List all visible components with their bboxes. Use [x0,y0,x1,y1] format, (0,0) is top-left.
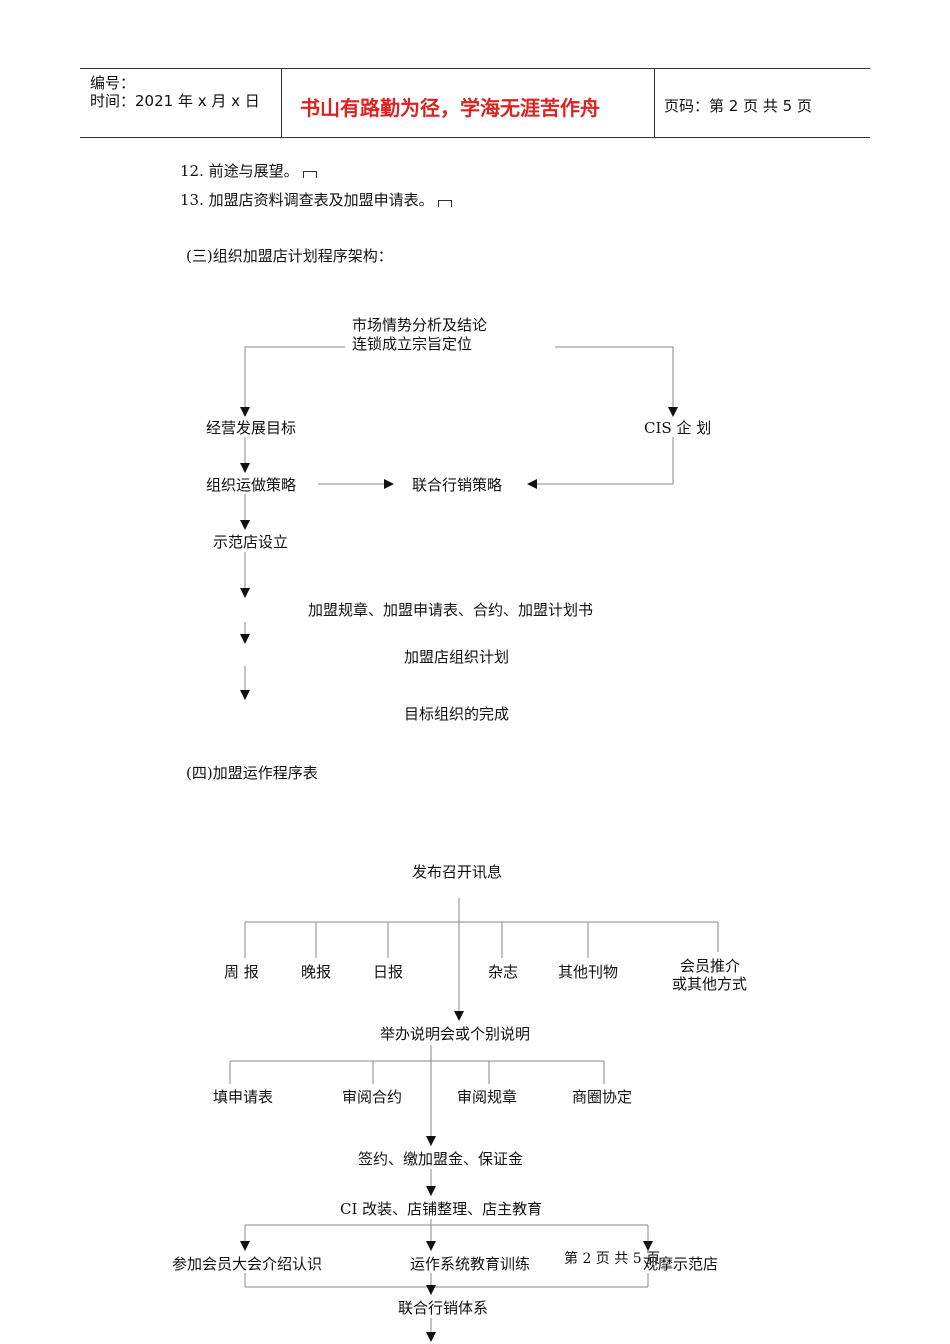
flow-node-member-referral: 会员推介 [680,957,741,975]
flow-node-training: 观摩示范店 [643,1255,719,1273]
bracket-icon [437,200,452,207]
flow-node-training: 参加会员大会介绍认识 [172,1255,323,1273]
flow-node-target-complete: 目标组织的完成 [404,705,510,723]
document-number-label: 编号： [90,74,136,92]
document-time-label: 时间：2021 年 x 月 x 日 [90,92,260,110]
flow-node-franchise-docs: 加盟规章、加盟申请表、合约、加盟计划书 [308,601,594,619]
flow-node-joint-system: 联合行销体系 [398,1299,489,1317]
flow-node-training: 运作系统教育训练 [410,1255,531,1273]
flow-node-review: 填申请表 [213,1088,274,1106]
flow-node-publish: 发布召开讯息 [412,863,503,881]
flow-node-sign: 签约、缴加盟金、保证金 [358,1150,524,1168]
flow-node-joint-marketing: 联合行销策略 [412,476,503,494]
section3-title: (三)组织加盟店计划程序架构： [186,247,393,265]
flow-node-org-strategy: 组织运做策略 [206,476,297,494]
header-divider [654,69,655,137]
flow-node-media: 杂志 [488,963,519,981]
flow-node-media: 晚报 [301,963,332,981]
flow-node-business-goal: 经营发展目标 [206,419,297,437]
page-info: 页码：第 2 页 共 5 页 [664,97,812,115]
flow-node-market-analysis: 市场情势分析及结论 [352,316,488,334]
list-item: 12. 前途与展望。 [180,160,317,181]
flow-node-chain-positioning: 连锁成立宗旨定位 [352,335,473,353]
flow-node-briefing: 举办说明会或个别说明 [380,1025,531,1043]
flow-node-media: 周 报 [224,963,259,981]
document-header [80,68,870,138]
flow-node-review: 商圈协定 [572,1088,633,1106]
flow-node-review: 审阅合约 [342,1088,403,1106]
flow-node-media: 其他刊物 [558,963,619,981]
list-item: 13. 加盟店资料调查表及加盟申请表。 [180,189,452,210]
flow-node-org-plan: 加盟店组织计划 [404,648,510,666]
flow-node-other-methods: 或其他方式 [672,975,748,993]
flow-node-review: 审阅规章 [457,1088,518,1106]
flow-node-media: 日报 [373,963,404,981]
header-motto: 书山有路勤为径，学海无涯苦作舟 [300,96,600,120]
flow-node-cis-plan: CIS 企 划 [644,419,712,437]
header-divider [281,69,282,137]
bracket-icon [302,171,317,178]
flow-node-ci: CI 改装、店铺整理、店主教育 [340,1200,543,1218]
flow-node-model-store: 示范店设立 [213,533,289,551]
page-footer: 第 2 页 共 5 页 [564,1251,661,1267]
section4-title: (四)加盟运作程序表 [186,764,318,782]
